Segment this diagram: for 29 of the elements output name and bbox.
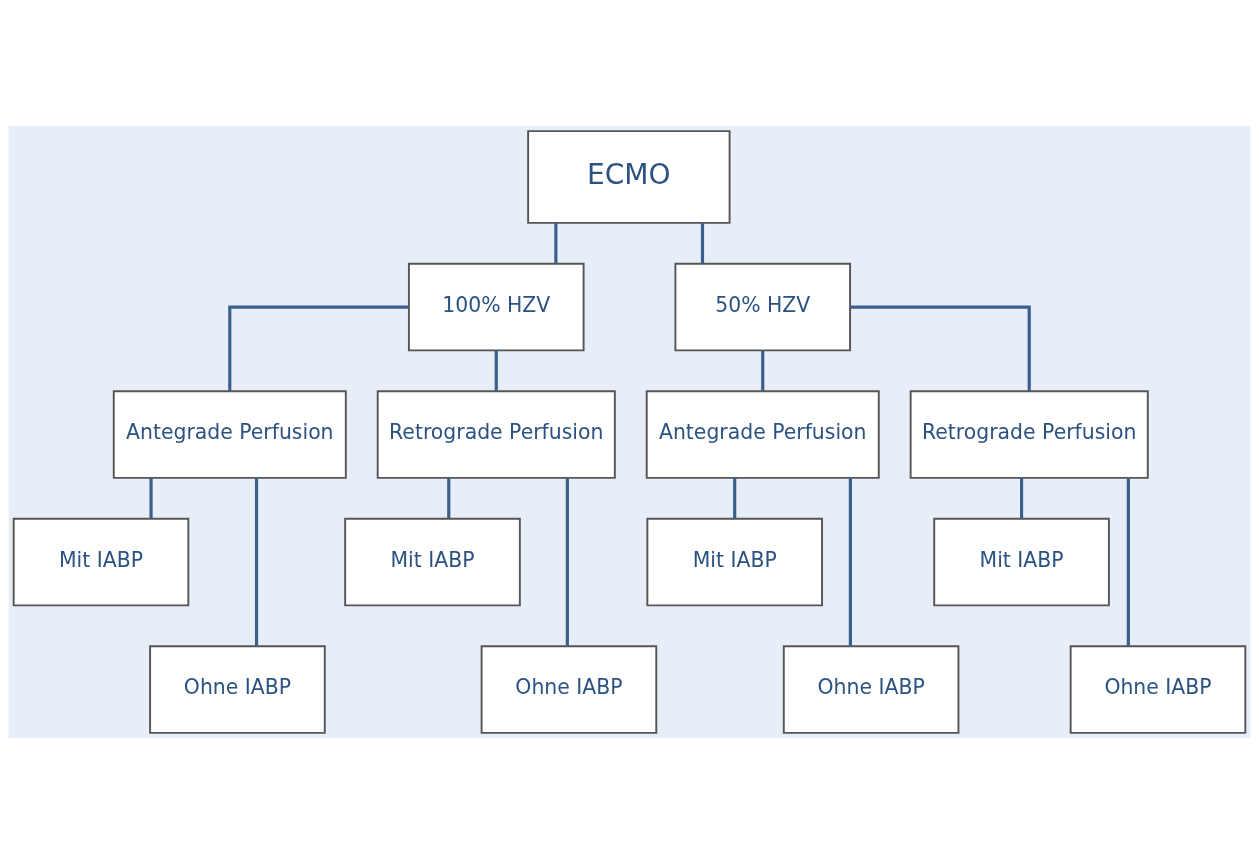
connector bbox=[733, 478, 737, 519]
node-box: Mit IABP bbox=[344, 517, 521, 607]
node-box: Ohne IABP bbox=[1069, 645, 1247, 734]
connector bbox=[761, 350, 765, 391]
node-box: 50% HZV bbox=[674, 262, 852, 352]
node-box: Retrograde Perfusion bbox=[909, 390, 1149, 479]
node-box: Antegrade Perfusion bbox=[645, 390, 880, 479]
connector bbox=[149, 478, 153, 519]
node-box: Mit IABP bbox=[12, 517, 190, 607]
node-box: Mit IABP bbox=[933, 517, 1110, 607]
connector bbox=[850, 305, 1031, 392]
node-box: 100% HZV bbox=[407, 262, 585, 352]
connector bbox=[228, 305, 409, 392]
node-box: Ohne IABP bbox=[782, 645, 960, 734]
connector bbox=[254, 478, 259, 646]
node-box: Retrograde Perfusion bbox=[376, 390, 616, 479]
connector bbox=[554, 223, 558, 264]
connector bbox=[494, 350, 498, 391]
connector bbox=[565, 478, 569, 646]
node-box: ECMO bbox=[527, 130, 731, 224]
connector bbox=[447, 478, 451, 519]
node-box: Antegrade Perfusion bbox=[112, 390, 347, 479]
node-box: Ohne IABP bbox=[480, 645, 658, 734]
connector bbox=[1019, 478, 1024, 519]
connector bbox=[848, 478, 852, 646]
connector bbox=[700, 223, 705, 264]
connector bbox=[1126, 478, 1130, 646]
node-box: Mit IABP bbox=[646, 517, 823, 607]
node-box: Ohne IABP bbox=[149, 645, 326, 734]
